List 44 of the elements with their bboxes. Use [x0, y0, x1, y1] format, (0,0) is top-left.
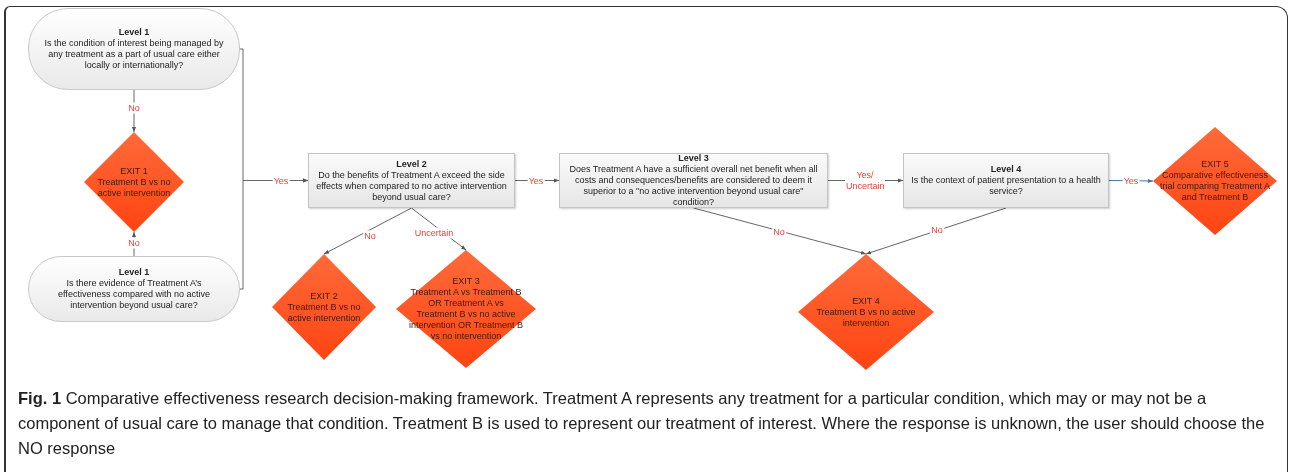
edge-label: Yes/ Uncertain — [845, 170, 885, 192]
question-text: Is there evidence of Treatment A’s effectiveness compared with no active intervention beyond usual care? — [57, 278, 211, 311]
question-box — [903, 153, 1109, 208]
edge-label: No — [930, 224, 944, 236]
exit-text: Treatment B vs no active intervention — [815, 306, 917, 329]
edge-label: No — [363, 230, 377, 242]
figure-caption: Fig. 1 Comparative effectiveness research decision-making framework. Treatment A represents any treatment for a particular condition, which may or may not be a component of usual care to manage that condition. Treatment B is used to represent our treatment of interest. Where the response is unknown, the user should choose the NO response — [18, 388, 1266, 459]
edge-label: No — [127, 102, 141, 114]
edge-label: No — [772, 226, 786, 238]
question-pill — [28, 256, 240, 322]
exit-heading: EXIT 3 — [452, 276, 480, 287]
exit-diamond — [272, 254, 376, 360]
question-text: Is the condition of interest being managed by any treatment as a part of usual care either locally or internationally? — [43, 38, 225, 71]
question-text: Do the benefits of Treatment A exceed the side effects when compared to no active intervention beyond usual care? — [315, 169, 508, 203]
edge-label: Yes — [272, 175, 290, 187]
arrow — [693, 207, 867, 255]
arrow — [239, 178, 309, 290]
edge-label: No — [127, 237, 141, 249]
exit-diamond — [1153, 127, 1277, 235]
question-box — [308, 153, 515, 208]
edge-label: Yes — [527, 175, 545, 187]
exit-text: Treatment B vs no active intervention — [96, 176, 172, 199]
level-heading: Level 1 — [118, 27, 150, 38]
exit-heading: EXIT 4 — [852, 295, 880, 307]
exit-diamond — [84, 132, 184, 232]
exit-heading: EXIT 2 — [310, 290, 338, 302]
question-text: Does Treatment A have a sufficient overall net benefit when all costs and consequences/benefits are considered to deem it superior to a "no active intervention beyond usual care" condition? — [568, 164, 819, 208]
edge-label: Uncertain — [413, 227, 455, 239]
exit-text: Treatment B vs no active intervention — [286, 301, 362, 324]
question-box — [559, 153, 828, 208]
level-heading: Level 3 — [678, 153, 709, 164]
question-pill — [28, 8, 240, 90]
exit-diamond — [396, 250, 536, 368]
edge-label: Yes — [1122, 175, 1140, 187]
arrow — [323, 207, 412, 255]
arrow — [865, 207, 1007, 255]
exit-text: Comparative effectiveness trial comparing Treatment A and Treatment B — [1158, 170, 1272, 203]
level-heading: Level 2 — [396, 158, 427, 170]
question-text: Is the context of patient presentation to a health service? — [910, 175, 1102, 197]
exit-heading: EXIT 1 — [120, 165, 148, 177]
exit-heading: EXIT 5 — [1201, 159, 1229, 170]
level-heading: Level 4 — [990, 164, 1022, 175]
exit-diamond — [798, 254, 934, 370]
level-heading: Level 1 — [118, 267, 150, 278]
